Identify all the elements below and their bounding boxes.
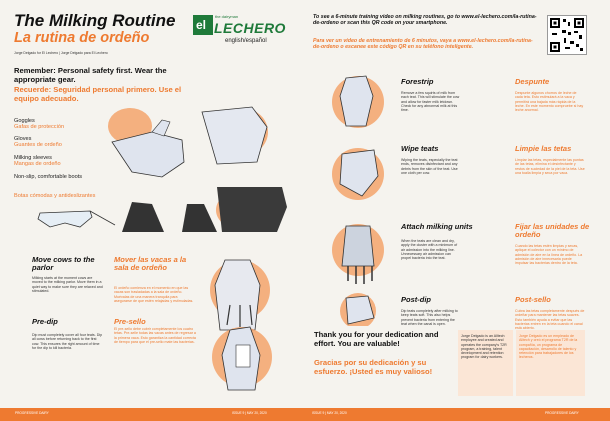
- step-move-es: Mover las vacas a la sala de ordeño: [114, 255, 187, 272]
- goggles-icon: [37, 210, 116, 228]
- qr-code[interactable]: [547, 15, 587, 55]
- step-forestrip-es: Despunte: [515, 77, 550, 86]
- step-move-text-es: El ordeño comienza en el momento en que …: [114, 286, 194, 303]
- step-postdip-text-es: Cubra las tetas completamente después de…: [515, 309, 585, 331]
- gear-boots-es: Botas cómodas y antideslizantes: [14, 193, 96, 199]
- step-wipe-es: Limpie las tetas: [515, 144, 572, 153]
- step-attach-es: Fijar las unidades de ordeño: [515, 222, 590, 239]
- step-forestrip-text-en: Remove a few squirts of milk from each t…: [401, 91, 460, 113]
- step-postdip-es: Post-sello: [515, 295, 551, 304]
- footer-mid-left: ISSUE 9 | MAY 20, 2020: [232, 411, 267, 415]
- step-predip-text-es: El pre-sello debe cubrir completamente l…: [114, 327, 196, 344]
- footer-right: PROGRESSIVE DAIRY: [545, 411, 579, 415]
- step-move-text-en: Milking starts at the moment cows are mo…: [32, 276, 103, 293]
- gear-goggles-es: Gafas de protección: [14, 124, 65, 130]
- title-es: La rutina de ordeño: [14, 30, 150, 46]
- video-en: To see a 6-minute training video on milk…: [313, 14, 537, 27]
- step-forestrip-text-es: Despunte algunos chorros de leche de cad…: [515, 91, 584, 113]
- footer-left: PROGRESSIVE DAIRY: [15, 411, 49, 415]
- safety-es: Recuerde: Seguridad personal primero. Us…: [14, 85, 182, 103]
- step-predip-text-en: Dip must completely cover all four teats…: [32, 333, 103, 350]
- step-wipe-text-en: Wiping the teats, especially the teat en…: [401, 158, 458, 175]
- step-predip-es: Pre-sello: [114, 317, 146, 326]
- thanks-en: Thank you for your dedication and effort…: [314, 330, 439, 348]
- bio-box-en: Jorge Delgado is an Alltech employee and…: [458, 330, 513, 396]
- gear-goggles: Goggles: [14, 118, 35, 124]
- step-move-en: Move cows to the parlor: [32, 255, 95, 272]
- gear-gloves: Gloves: [14, 136, 32, 142]
- logo-small: the dairyman: [215, 14, 239, 19]
- step-forestrip-en: Forestrip: [401, 77, 434, 86]
- gear-sleeves-es: Mangas de ordeño: [14, 161, 61, 167]
- safety-en: Remember: Personal safety first. Wear th…: [14, 66, 167, 84]
- gear-illustration: [108, 106, 287, 232]
- video-es: Para ver un video de entrenamiento de 6 …: [313, 38, 533, 51]
- logo-badge: el: [193, 15, 213, 35]
- step-wipe-text-es: Limpiar las tetas, especialmente las pun…: [515, 158, 585, 175]
- title-en: The Milking Routine: [14, 11, 176, 30]
- logo-main: LECHERO: [214, 20, 286, 36]
- cow-illustration: [210, 259, 270, 331]
- step-predip-en: Pre-dip: [32, 317, 58, 326]
- gear-sleeves: Milking sleeves: [14, 155, 52, 161]
- step-attach-text-es: Cuando las tetas estén limpias y secas, …: [515, 244, 583, 266]
- logo-sub: english/español: [225, 38, 267, 44]
- step-postdip-text-en: Dip teats completely after milking to ke…: [401, 309, 458, 326]
- bio-box-es: Jorge Delgado es un empleado de Alltech …: [516, 330, 585, 396]
- steps-illustrations: [332, 75, 384, 326]
- step-wipe-en: Wipe teats: [401, 144, 439, 153]
- gear-gloves-es: Guantes de ordeño: [14, 142, 62, 148]
- step-attach-en: Attach milking units: [401, 222, 473, 231]
- footer-mid-right: ISSUE 9 | MAY 20, 2020: [312, 411, 347, 415]
- step-postdip-en: Post-dip: [401, 295, 431, 304]
- footer-bar: PROGRESSIVE DAIRY ISSUE 9 | MAY 20, 2020…: [0, 408, 610, 421]
- predip-illustration: [212, 326, 272, 391]
- byline: Jorge Delgado for El Lechero | Jorge Del…: [14, 51, 108, 55]
- thanks-es: Gracias por su dedicación y su esfuerzo.…: [314, 358, 433, 376]
- step-attach-text-en: When the teats are clean and dry, apply …: [401, 239, 458, 261]
- gear-boots: Non-slip, comfortable boots: [14, 174, 83, 180]
